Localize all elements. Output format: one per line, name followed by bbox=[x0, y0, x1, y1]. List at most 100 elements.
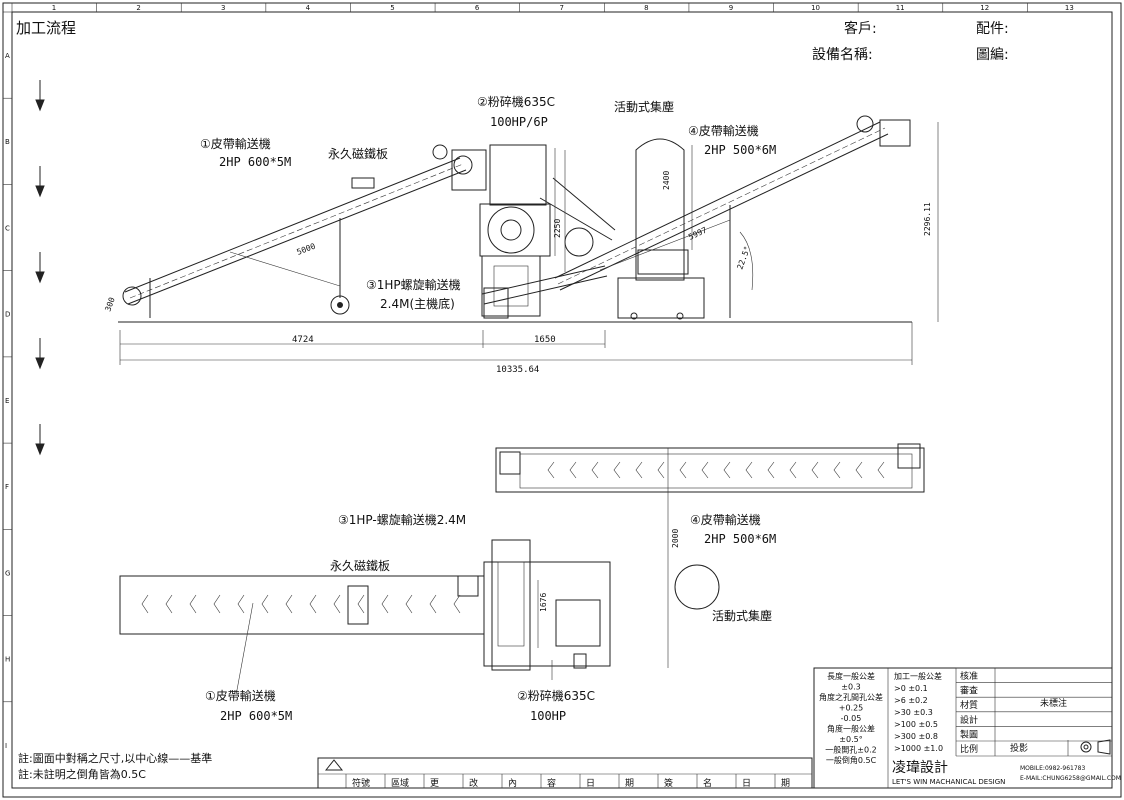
tolerance-col-2: 加工一般公差>0 ±0.1>6 ±0.2>30 ±0.3>100 ±0.5>30… bbox=[894, 671, 943, 753]
screw-conveyor-label: ③1HP螺旋輸送機 bbox=[366, 277, 461, 292]
chevron-mark bbox=[237, 594, 245, 614]
chevron-mark bbox=[357, 594, 365, 614]
chevron-mark bbox=[165, 594, 173, 614]
plan-view: ③1HP-螺旋輸送機2.4M ④皮帶輸送機 2HP 500*6M 永久磁鐵板 活… bbox=[119, 443, 925, 723]
plan-dust-collector-label: 活動式集塵 bbox=[712, 608, 772, 623]
conveyor-4-chevrons bbox=[547, 461, 885, 479]
conveyor-4-label: ④皮帶輸送機 bbox=[688, 123, 759, 138]
tolerance-general: ±0.3 bbox=[841, 683, 860, 692]
screw-conveyor-elevation bbox=[481, 265, 608, 319]
tolerance-general: 一般倒角0.5C bbox=[826, 755, 877, 765]
row-letter: A bbox=[5, 52, 10, 60]
column-number: 1 bbox=[52, 4, 56, 12]
email: E-MAIL:CHUNG6258@GMAIL.COM bbox=[1020, 775, 1121, 782]
dim-1650: 1650 bbox=[534, 335, 556, 345]
revision-headers: 符號區域更改內容日期簽名日期 bbox=[345, 774, 790, 789]
customer-label: 客戶: bbox=[844, 20, 877, 37]
revision-block: 符號區域更改內容日期簽名日期 bbox=[317, 757, 813, 789]
chevron-mark bbox=[453, 594, 461, 614]
crusher-label: ②粉碎機635C bbox=[477, 94, 555, 109]
unmarked-label: 未標注 bbox=[1040, 697, 1067, 709]
flow-arrows bbox=[35, 80, 45, 456]
tolerance-machining: >100 ±0.5 bbox=[894, 720, 938, 729]
plan-crusher-label: ②粉碎機635C bbox=[517, 688, 595, 703]
chevron-mark bbox=[591, 461, 599, 479]
crusher-spec: 100HP/6P bbox=[490, 115, 548, 129]
chevron-mark bbox=[189, 594, 197, 614]
revision-header: 日 bbox=[586, 778, 595, 789]
revision-header: 期 bbox=[625, 778, 634, 789]
tolerance-machining: >6 ±0.2 bbox=[894, 696, 928, 705]
tolerance-general: +0.25 bbox=[839, 704, 864, 713]
row-letter: B bbox=[5, 138, 10, 146]
revision-header: 更 bbox=[430, 778, 439, 789]
chevron-mark bbox=[657, 461, 665, 479]
revision-header: 改 bbox=[469, 777, 478, 789]
approval-field: 設計 bbox=[960, 714, 978, 726]
conveyor-1-chevrons bbox=[141, 594, 461, 614]
chevron-mark bbox=[811, 461, 819, 479]
tolerance-general: 角度一般公差 bbox=[827, 724, 875, 734]
dust-collector-label: 活動式集塵 bbox=[614, 99, 674, 114]
row-letter: G bbox=[5, 569, 10, 577]
tolerance-machining: >30 ±0.3 bbox=[894, 708, 933, 717]
parts-label: 配件: bbox=[976, 21, 1009, 37]
chevron-mark bbox=[309, 594, 317, 614]
column-number: 7 bbox=[559, 4, 563, 12]
chevron-mark bbox=[405, 594, 413, 614]
column-number: 10 bbox=[811, 4, 820, 12]
column-number: 9 bbox=[729, 4, 733, 12]
chevron-mark bbox=[767, 461, 775, 479]
projection-label: 投影 bbox=[1010, 742, 1028, 754]
revision-header: 容 bbox=[547, 777, 556, 789]
row-letter: F bbox=[5, 483, 9, 491]
chevron-mark bbox=[745, 461, 753, 479]
plan-conveyor-4-spec: 2HP 500*6M bbox=[704, 532, 776, 546]
chevron-mark bbox=[547, 461, 555, 479]
dim-4724: 4724 bbox=[292, 335, 314, 345]
approval-field: 核准 bbox=[960, 670, 978, 682]
column-number: 4 bbox=[306, 4, 311, 12]
column-number: 6 bbox=[475, 4, 480, 12]
screw-conveyor-spec: 2.4M(主機底) bbox=[380, 296, 455, 311]
dim-5000: 5000 bbox=[295, 241, 316, 256]
inner-border bbox=[11, 11, 1113, 789]
plan-magnet-plate-label: 永久磁鐵板 bbox=[330, 558, 390, 573]
column-number: 3 bbox=[221, 4, 225, 12]
title-block: 長度一般公差±0.3角度之孔間孔公差+0.25-0.05角度一般公差±0.5°一… bbox=[813, 667, 1121, 789]
approval-field: 製圖 bbox=[960, 728, 978, 740]
column-number: 8 bbox=[644, 4, 648, 12]
title-block-rows bbox=[956, 667, 1112, 742]
column-number: 12 bbox=[980, 4, 989, 12]
plan-screw-label: ③1HP-螺旋輸送機2.4M bbox=[338, 512, 466, 527]
plan-conveyor-1-spec: 2HP 600*5M bbox=[220, 709, 292, 723]
mobile: MOBILE:0982-961783 bbox=[1020, 765, 1085, 772]
revision-header: 期 bbox=[781, 778, 790, 789]
chevron-mark bbox=[429, 594, 437, 614]
revision-header: 區域 bbox=[391, 777, 409, 789]
row-letter: I bbox=[5, 742, 7, 750]
tolerance-machining: 加工一般公差 bbox=[894, 671, 942, 681]
chevron-mark bbox=[569, 461, 577, 479]
row-letter: E bbox=[5, 397, 9, 405]
tolerance-general: 一般開孔±0.2 bbox=[825, 745, 876, 755]
tolerance-machining: >1000 ±1.0 bbox=[894, 744, 943, 753]
dim-2296: 2296.11 bbox=[923, 202, 932, 236]
chevron-mark bbox=[635, 461, 643, 479]
chevron-mark bbox=[381, 594, 389, 614]
plan-crusher-spec: 100HP bbox=[530, 709, 566, 723]
chevron-mark bbox=[213, 594, 221, 614]
note-2: 註:未註明之倒角皆為0.5C bbox=[18, 767, 146, 781]
dim-total: 10335.64 bbox=[496, 365, 539, 375]
approval-field: 材質 bbox=[960, 699, 978, 711]
row-letter: H bbox=[5, 656, 10, 664]
chevron-mark bbox=[285, 594, 293, 614]
conveyor-4-spec: 2HP 500*6M bbox=[704, 143, 776, 157]
crusher-elevation bbox=[479, 144, 616, 317]
chevron-mark bbox=[833, 461, 841, 479]
row-letter: D bbox=[5, 311, 10, 319]
